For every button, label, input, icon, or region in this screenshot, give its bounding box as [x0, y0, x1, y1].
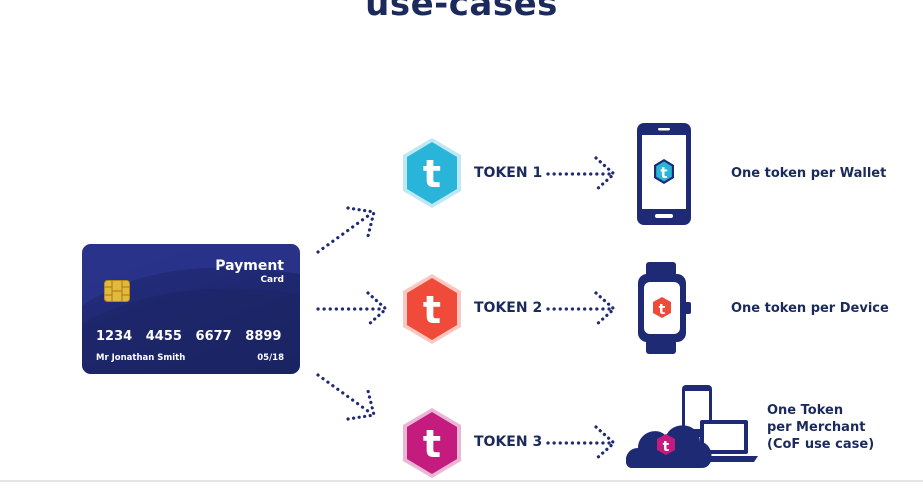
use-case-merchant-line-2: per Merchant	[767, 420, 866, 435]
arrow-card-to-token-1	[316, 211, 374, 254]
use-case-merchant-line-3: (CoF use case)	[767, 437, 875, 452]
arrowhead-3	[346, 389, 376, 421]
smartphone-icon: t	[637, 123, 691, 225]
token-1-letter: t	[423, 152, 441, 196]
bottom-divider	[0, 480, 923, 482]
use-case-device-label: One token per Device	[731, 301, 889, 316]
token-3-letter: t	[423, 422, 441, 466]
card-holder-name: Mr Jonathan Smith	[96, 353, 186, 363]
use-case-wallet-label: One token per Wallet	[731, 166, 887, 181]
cloud-devices-icon: t	[626, 385, 758, 468]
arrowhead-6	[594, 425, 617, 461]
token-3-label: TOKEN 3	[474, 434, 543, 450]
token-2-letter: t	[423, 288, 441, 332]
card-wave-decoration	[82, 244, 300, 374]
svg-text:t: t	[663, 439, 670, 455]
token-1-label: TOKEN 1	[474, 165, 543, 181]
token-2-label: TOKEN 2	[474, 300, 543, 316]
token-2-icon: t	[401, 273, 463, 345]
token-3-icon: t	[401, 407, 463, 479]
arrowhead-2	[366, 291, 389, 327]
svg-text:t: t	[660, 164, 667, 182]
arrowhead-1	[346, 206, 376, 238]
card-subtitle: Card	[260, 275, 284, 285]
arrow-card-to-token-3	[316, 373, 374, 416]
svg-text:t: t	[659, 302, 666, 318]
card-title: Payment	[215, 258, 284, 274]
token-1-icon: t	[401, 137, 463, 209]
use-case-merchant-label: One Token per Merchant (CoF use case)	[767, 402, 874, 453]
arrowhead-4	[594, 156, 617, 192]
chip-icon	[104, 280, 130, 302]
page-title: use-cases	[365, 0, 558, 24]
card-expiry: 05/18	[257, 353, 284, 363]
smartwatch-icon: t	[638, 262, 691, 354]
card-number: 1234 4455 6677 8899	[96, 329, 282, 344]
payment-card: Payment Card 1234 4455 6677 8899 Mr Jona…	[82, 244, 300, 374]
arrowhead-5	[594, 291, 617, 327]
use-case-merchant-line-1: One Token	[767, 403, 844, 418]
